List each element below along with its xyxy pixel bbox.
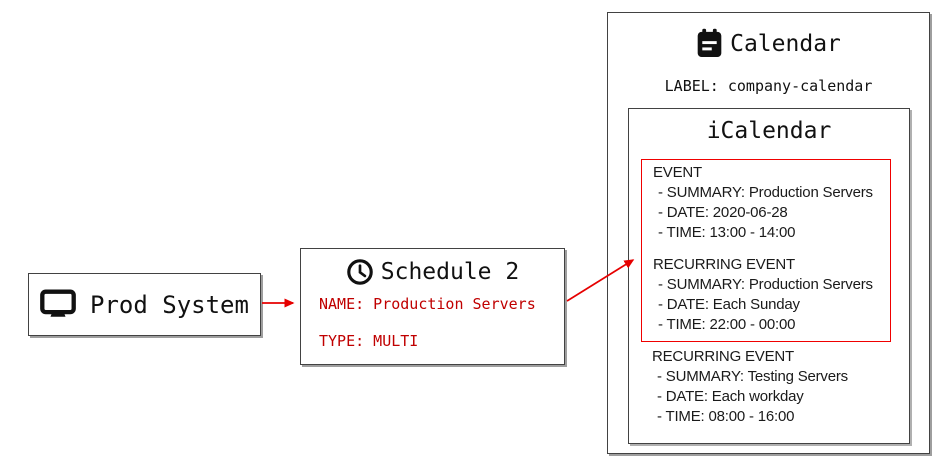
highlighted-event-group: EVENT - SUMMARY: Production Servers - DA… — [641, 159, 891, 342]
icalendar-box: iCalendar EVENT - SUMMARY: Production Se… — [628, 108, 910, 444]
event-time: - TIME: 08:00 - 16:00 — [657, 408, 795, 425]
monitor-icon — [40, 289, 76, 320]
event-summary: - SUMMARY: Testing Servers — [657, 368, 848, 385]
schedule-name-field: NAME: Production Servers — [319, 295, 536, 313]
event-summary: - SUMMARY: Production Servers — [658, 276, 873, 293]
event-date: - DATE: Each Sunday — [658, 296, 800, 313]
event-date: - DATE: 2020-06-28 — [658, 204, 788, 221]
event-date: - DATE: Each workday — [657, 388, 804, 405]
event-heading: RECURRING EVENT — [653, 256, 796, 273]
calendar-label-line: LABEL: company-calendar — [664, 77, 873, 95]
calendar-box: Calendar LABEL: company-calendar iCalend… — [607, 12, 930, 454]
event-block: EVENT - SUMMARY: Production Servers - DA… — [653, 163, 884, 243]
event-summary: - SUMMARY: Production Servers — [658, 184, 873, 201]
prod-system-title: Prod System — [90, 290, 249, 319]
calendar-icon — [696, 28, 723, 59]
event-block: RECURRING EVENT - SUMMARY: Production Se… — [653, 255, 884, 335]
other-event-group: RECURRING EVENT - SUMMARY: Testing Serve… — [652, 347, 897, 427]
prod-system-box: Prod System — [28, 273, 261, 336]
calendar-title-row: Calendar — [608, 28, 929, 59]
event-block: RECURRING EVENT - SUMMARY: Testing Serve… — [652, 347, 897, 427]
schedule-box: Schedule 2 NAME: Production Servers TYPE… — [300, 248, 565, 365]
event-heading: RECURRING EVENT — [652, 348, 795, 365]
event-time: - TIME: 22:00 - 00:00 — [658, 316, 796, 333]
schedule-title-row: Schedule 2 — [301, 258, 564, 286]
event-heading: EVENT — [653, 164, 703, 181]
schedule-title: Schedule 2 — [380, 259, 520, 285]
event-time: - TIME: 13:00 - 14:00 — [658, 224, 796, 241]
icalendar-title: iCalendar — [706, 118, 832, 144]
clock-icon — [346, 258, 374, 286]
schedule-type-field: TYPE: MULTI — [319, 332, 419, 350]
calendar-title: Calendar — [730, 30, 841, 57]
